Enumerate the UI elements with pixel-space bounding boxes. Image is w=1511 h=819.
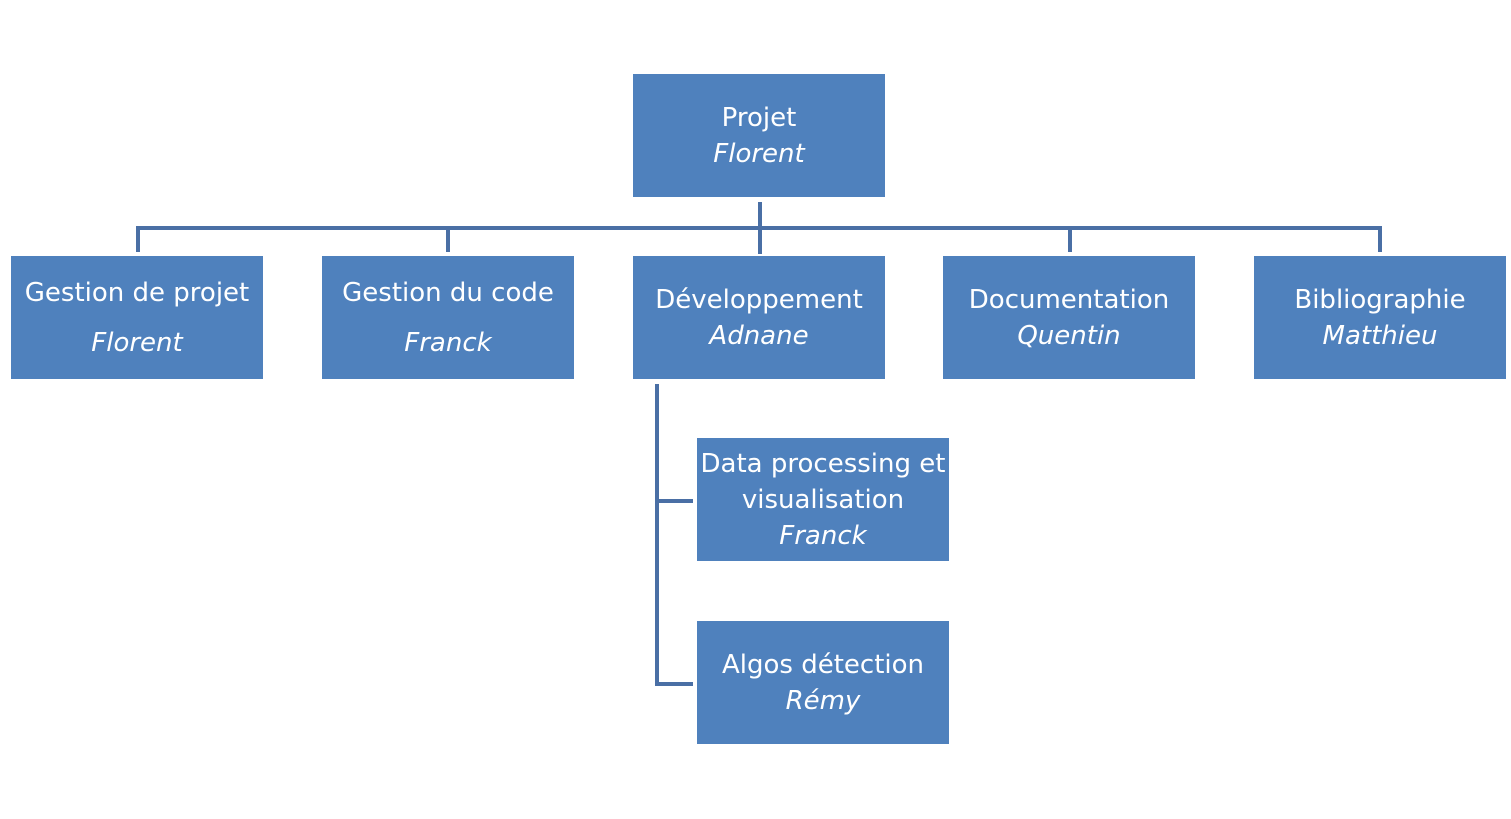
- node-title: Gestion du code: [342, 277, 554, 308]
- node-person: Rémy: [785, 685, 861, 716]
- node-projet: Projet Florent: [633, 74, 885, 197]
- node-gestion-du-code: Gestion du code Franck: [322, 256, 574, 379]
- node-title: Data processing et visualisation: [698, 446, 948, 518]
- node-title: Documentation: [968, 284, 1170, 315]
- node-documentation: Documentation Quentin: [943, 256, 1195, 379]
- node-bibliographie: Bibliographie Matthieu: [1254, 256, 1506, 379]
- node-person: Quentin: [1017, 320, 1121, 351]
- node-person: Florent: [91, 327, 183, 358]
- node-title: Développement: [655, 284, 863, 315]
- node-person: Florent: [713, 138, 805, 169]
- node-person: Adnane: [709, 320, 809, 351]
- node-title: Gestion de projet: [24, 277, 250, 308]
- node-title-line1: Data processing et: [700, 448, 946, 479]
- node-person: Franck: [779, 520, 867, 551]
- node-developpement: Développement Adnane: [633, 256, 885, 379]
- node-person: Franck: [404, 327, 492, 358]
- node-gestion-de-projet: Gestion de projet Florent: [11, 256, 263, 379]
- node-data-processing: Data processing et visualisation Franck: [697, 438, 949, 561]
- node-title: Projet: [721, 102, 797, 133]
- node-title: Algos détection: [721, 649, 925, 680]
- node-algos-detection: Algos détection Rémy: [697, 621, 949, 744]
- node-title-line2: visualisation: [741, 484, 905, 515]
- node-person: Matthieu: [1322, 320, 1438, 351]
- node-title: Bibliographie: [1294, 284, 1466, 315]
